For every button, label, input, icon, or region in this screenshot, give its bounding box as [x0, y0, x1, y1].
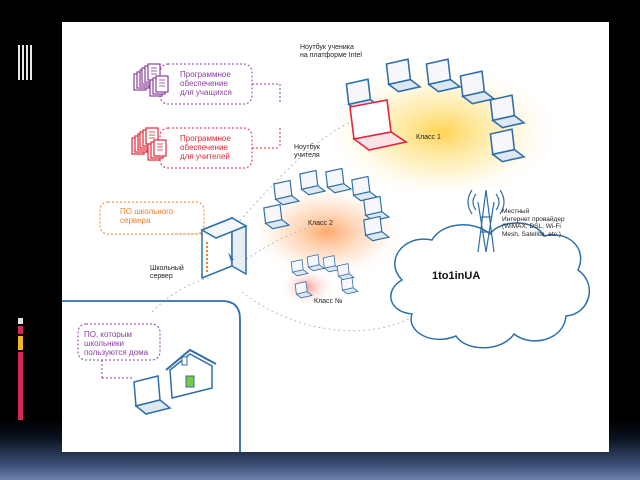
house-icon: [165, 348, 217, 399]
server-icon: [200, 216, 248, 280]
decorative-bars: [18, 45, 32, 80]
school-server-label: Школьный сервер: [150, 265, 184, 280]
laptop-icon: [299, 169, 326, 196]
student-software-label: Программное обеспечение для учащихся: [180, 70, 232, 97]
isp-label: Местный Интернет провайдер (WiMAX, DSL, …: [502, 208, 565, 238]
antenna-tower-icon: [467, 189, 505, 253]
class1-label: Класс 1: [416, 134, 441, 141]
home-region-border: [62, 300, 241, 452]
document-stack-icon: [133, 63, 169, 97]
teacher-software-label: Программное обеспечение для учителей: [180, 134, 231, 161]
classn-label: Класс №: [314, 298, 343, 305]
teacher-laptop-icon: [349, 99, 409, 151]
home-software-callout: [77, 323, 161, 361]
cloud-label: 1to1inUA: [432, 270, 481, 282]
student-laptop-label: Ноутбук ученика на платформе Intel: [300, 44, 362, 59]
class2-label: Класс 2: [308, 220, 333, 227]
home-software-label: ПО, которым школьники пользуются дома: [84, 330, 149, 357]
server-software-callout: [99, 201, 205, 235]
connection-line: [241, 226, 313, 263]
laptop-icon: [340, 277, 359, 295]
network-diagram: Ноутбук ученика на платформе Intel Прогр…: [62, 22, 609, 452]
cloud-icon: [390, 222, 590, 349]
home-laptop-icon: [133, 375, 172, 415]
connection-line: [229, 116, 363, 233]
server-software-label: ПО школьного сервера: [120, 207, 174, 225]
diagram-graphics: [62, 58, 590, 452]
connection-line: [151, 276, 213, 313]
teacher-laptop-label: Ноутбук учителя: [294, 144, 320, 159]
